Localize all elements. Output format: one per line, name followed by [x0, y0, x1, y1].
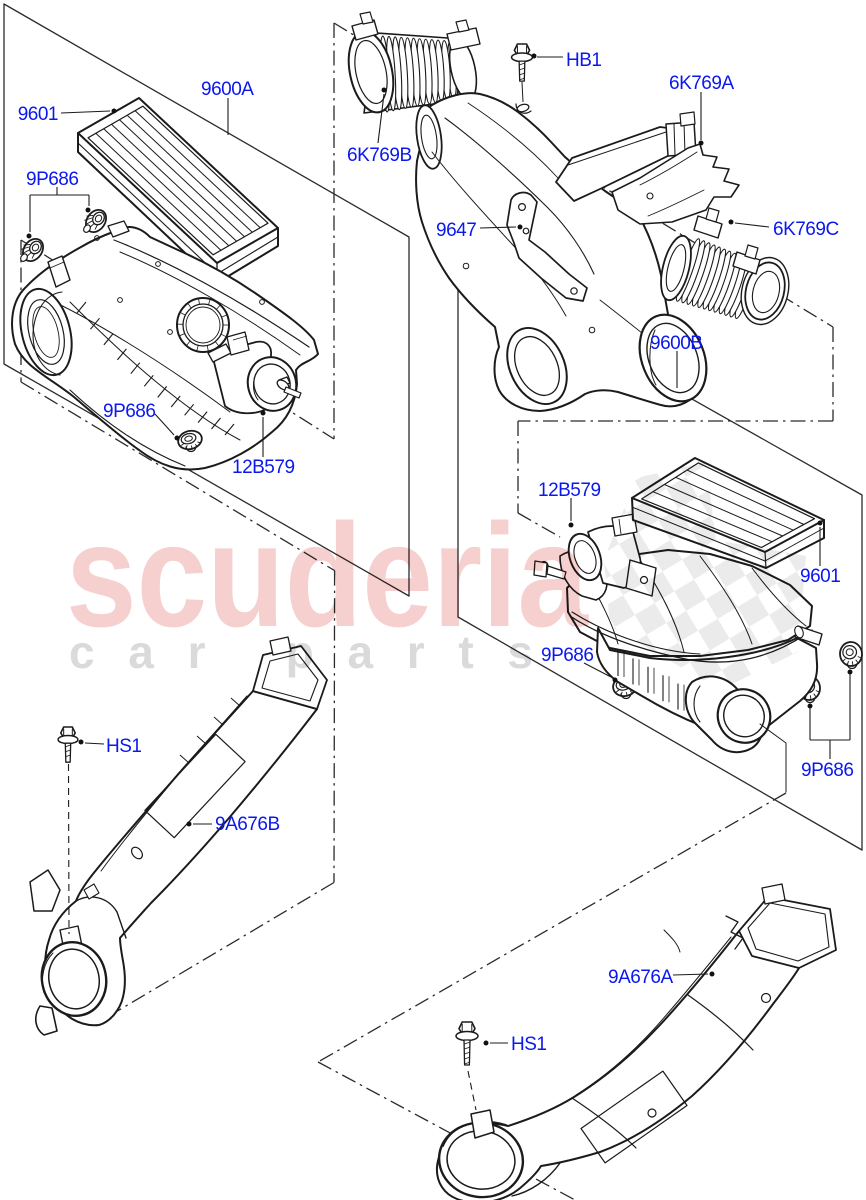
- svg-text:6K769C: 6K769C: [773, 219, 839, 240]
- svg-text:9601: 9601: [18, 104, 58, 125]
- svg-text:9P686: 9P686: [541, 645, 593, 666]
- svg-text:HS1: HS1: [106, 736, 141, 757]
- svg-text:9600A: 9600A: [201, 79, 254, 100]
- svg-text:9P686: 9P686: [103, 401, 155, 422]
- svg-text:car parts: car parts: [69, 626, 533, 678]
- svg-text:12B579: 12B579: [538, 480, 601, 501]
- svg-text:9647: 9647: [436, 220, 476, 241]
- svg-text:6K769B: 6K769B: [347, 145, 412, 166]
- svg-text:9A676B: 9A676B: [215, 814, 280, 835]
- svg-text:9A676A: 9A676A: [608, 967, 673, 988]
- svg-text:9601: 9601: [800, 566, 840, 587]
- svg-text:HB1: HB1: [566, 50, 601, 71]
- svg-text:9P686: 9P686: [26, 169, 78, 190]
- svg-text:scuderia: scuderia: [66, 494, 589, 658]
- svg-text:6K769A: 6K769A: [669, 73, 734, 94]
- svg-text:9P686: 9P686: [801, 760, 853, 781]
- svg-text:12B579: 12B579: [232, 457, 295, 478]
- svg-text:9600B: 9600B: [650, 333, 702, 354]
- svg-text:HS1: HS1: [511, 1034, 546, 1055]
